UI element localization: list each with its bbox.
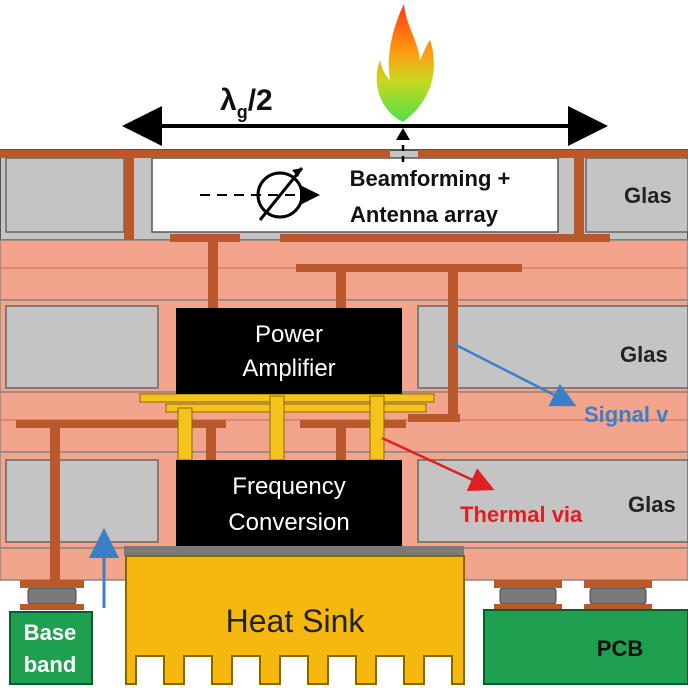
signal-via-arrow: [453, 342, 577, 407]
beamforming-label-2: Antenna array: [350, 202, 499, 227]
frequency-conversion-chip: [176, 460, 402, 546]
solder-bumps: [27, 587, 647, 605]
signal-via-label: Signal v: [584, 402, 669, 427]
heat-sink-label: Heat Sink: [226, 603, 366, 639]
thermal-via-arrow: [381, 436, 495, 491]
baseband-label-1: Base: [24, 620, 77, 645]
wavelength-label: λg/2: [220, 84, 273, 122]
power-amplifier-chip: [176, 308, 402, 394]
frequency-conversion-label-1: Frequency: [232, 473, 345, 500]
thermal-via-label: Thermal via: [460, 502, 583, 527]
heat-sink: [125, 555, 465, 685]
frequency-conversion-label-2: Conversion: [228, 509, 349, 536]
flame-icon: [376, 4, 434, 122]
beamforming-label-1: Beamforming +: [350, 166, 511, 191]
power-amplifier-label-1: Power: [255, 321, 323, 348]
heat-sink-top-plate: [124, 546, 464, 556]
phase-shifter-icon: [256, 167, 304, 221]
pcb-label: PCB: [597, 636, 643, 661]
baseband-block: [9, 611, 93, 685]
glass-label-bottom: Glas: [628, 492, 676, 517]
baseband-label-2: band: [24, 652, 77, 677]
glass-label-middle: Glas: [620, 342, 668, 367]
glass-label-top: Glas: [624, 183, 672, 208]
pcb-block: [483, 609, 688, 685]
power-amplifier-label-2: Amplifier: [242, 355, 335, 382]
thermal-vias: [139, 393, 435, 461]
